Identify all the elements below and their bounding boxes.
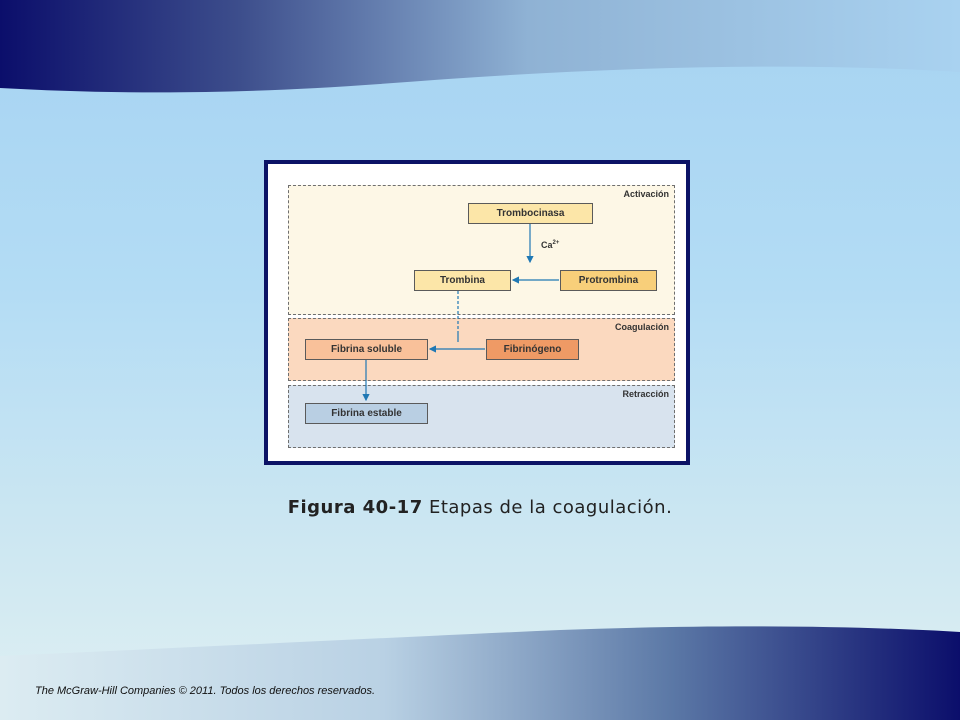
calcium-label: Ca2+ — [541, 240, 560, 250]
node-fibrina-soluble: Fibrina soluble — [305, 339, 428, 360]
flow-arrows — [362, 224, 559, 402]
node-fibrinogeno: Fibrinógeno — [486, 339, 579, 360]
copyright-footer: The McGraw-Hill Companies © 2011. Todos … — [35, 685, 376, 697]
diagram-frame: Activación Coagulación Retracción Ca2+ T… — [264, 160, 690, 465]
node-fibrina-estable: Fibrina estable — [305, 403, 428, 424]
zone-label-coagulacion: Coagulación — [614, 322, 669, 332]
node-trombina: Trombina — [414, 270, 511, 291]
figure-number: Figura 40-17 — [287, 497, 423, 518]
zone-label-retraccion: Retracción — [622, 389, 669, 399]
node-trombocinasa: Trombocinasa — [468, 203, 593, 224]
top-wave-band — [0, 0, 960, 93]
bottom-wave-band — [0, 626, 960, 720]
figure-caption-text: Etapas de la coagulación. — [422, 497, 673, 518]
figure-caption: Figura 40-17 Etapas de la coagulación. — [0, 497, 960, 518]
zone-label-activacion: Activación — [623, 189, 669, 199]
node-protrombina: Protrombina — [560, 270, 657, 291]
